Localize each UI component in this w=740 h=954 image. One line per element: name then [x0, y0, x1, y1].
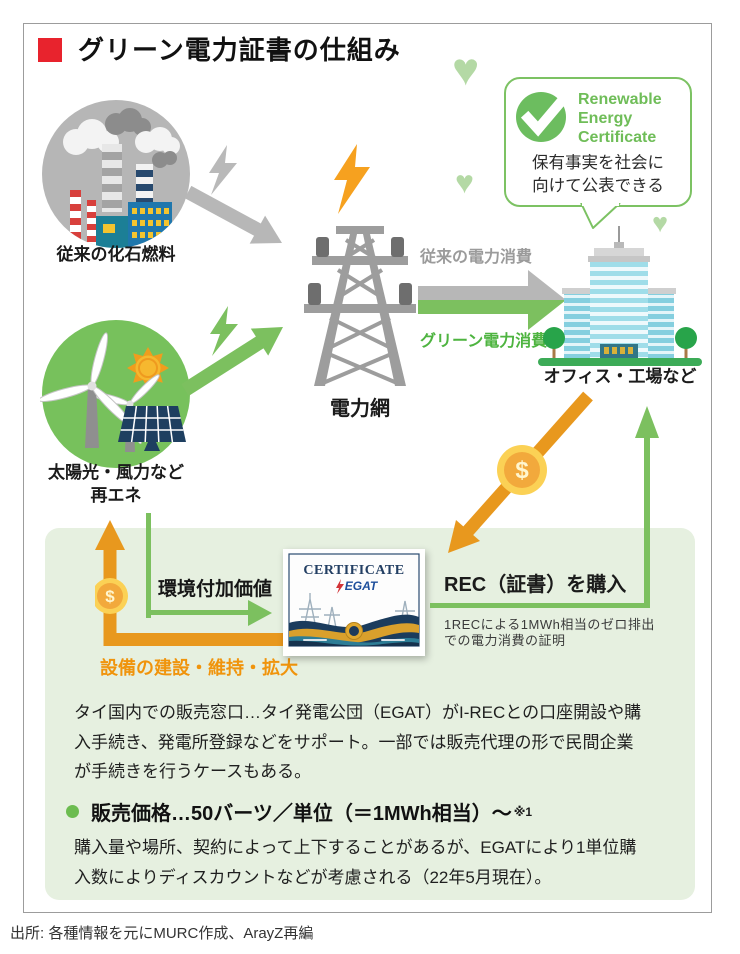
certificate-image: CERTIFICATE EGAT — [283, 549, 425, 656]
rec-purchase-line — [430, 603, 650, 608]
lightning-icon — [209, 145, 237, 195]
consumption-arrow — [418, 270, 566, 330]
price-bullet-row: 販売価格…50バーツ／単位（＝1MWh相当）～ ※1 — [66, 797, 532, 826]
facility-label: 設備の建設・維持・拡大 — [100, 658, 298, 678]
env-value-label: 環境付加価値 — [158, 579, 273, 600]
office-factory-label: オフィス・工場など — [543, 367, 697, 386]
money-to-facility-arrow: $ — [95, 520, 296, 646]
solar-panel-icon — [118, 405, 186, 451]
bullet-icon — [66, 805, 79, 818]
discount-paragraph: 購入量や場所、契約によって上下することがあるが、EGATにより1単位購 入数によ… — [74, 838, 637, 887]
svg-text:EGAT: EGAT — [345, 579, 379, 593]
price-footnote-mark: ※1 — [513, 804, 533, 819]
title-bullet-square — [38, 38, 62, 62]
payment-arrow: $ — [448, 391, 593, 553]
renewable-to-grid-arrow — [181, 327, 283, 395]
heart-icon: ♥ — [652, 208, 669, 238]
bubble-note-text: 保有事実を社会に 向けて公表できる — [532, 154, 664, 195]
check-icon — [516, 89, 570, 142]
building-icon — [538, 226, 702, 366]
lightning-icon — [210, 306, 238, 356]
border-frame — [23, 23, 712, 913]
heart-icon: ♥ — [452, 43, 480, 95]
renewable-icon — [40, 320, 190, 468]
env-value-arrow — [146, 513, 272, 626]
fossil-fuel-label: 従来の化石燃料 — [56, 245, 176, 264]
fossil-to-grid-arrow — [184, 185, 282, 244]
rec-to-building-arrow — [635, 406, 659, 608]
svg-text:$: $ — [105, 587, 115, 606]
power-grid-label: 電力網 — [330, 398, 390, 420]
speech-bubble-tail — [580, 203, 621, 229]
renewable-energy-certificate-label: Renewable Energy Certificate — [578, 91, 662, 146]
power-grid-icon — [304, 226, 416, 386]
heart-icon: ♥ — [455, 164, 474, 200]
coin-icon: $ — [497, 445, 547, 495]
lightning-icon — [334, 144, 370, 214]
rec-purchase-label: REC（証書）を購入 — [444, 574, 627, 596]
factory-icon — [42, 100, 190, 248]
rec-note-text: 1RECによる1MWh相当のゼロ排出 での電力消費の証明 — [444, 617, 655, 648]
renewable-label: 太陽光・風力など 再エネ — [48, 463, 184, 505]
price-label: 販売価格…50バーツ／単位（＝1MWh相当）～ — [91, 803, 512, 825]
source-note: 出所: 各種情報を元にMURC作成、ArayZ再編 — [10, 925, 314, 942]
page-title: グリーン電力証書の仕組み — [78, 35, 401, 65]
svg-text:CERTIFICATE: CERTIFICATE — [303, 563, 404, 578]
conventional-consumption-label: 従来の電力消費 — [420, 249, 533, 266]
sales-window-paragraph: タイ国内での販売窓口…タイ発電公団（EGAT）がI-RECとの口座開設や購 入手… — [74, 703, 642, 781]
coin-icon: $ — [95, 578, 128, 614]
green-consumption-label: グリーン電力消費 — [420, 333, 548, 350]
svg-text:$: $ — [515, 457, 529, 484]
